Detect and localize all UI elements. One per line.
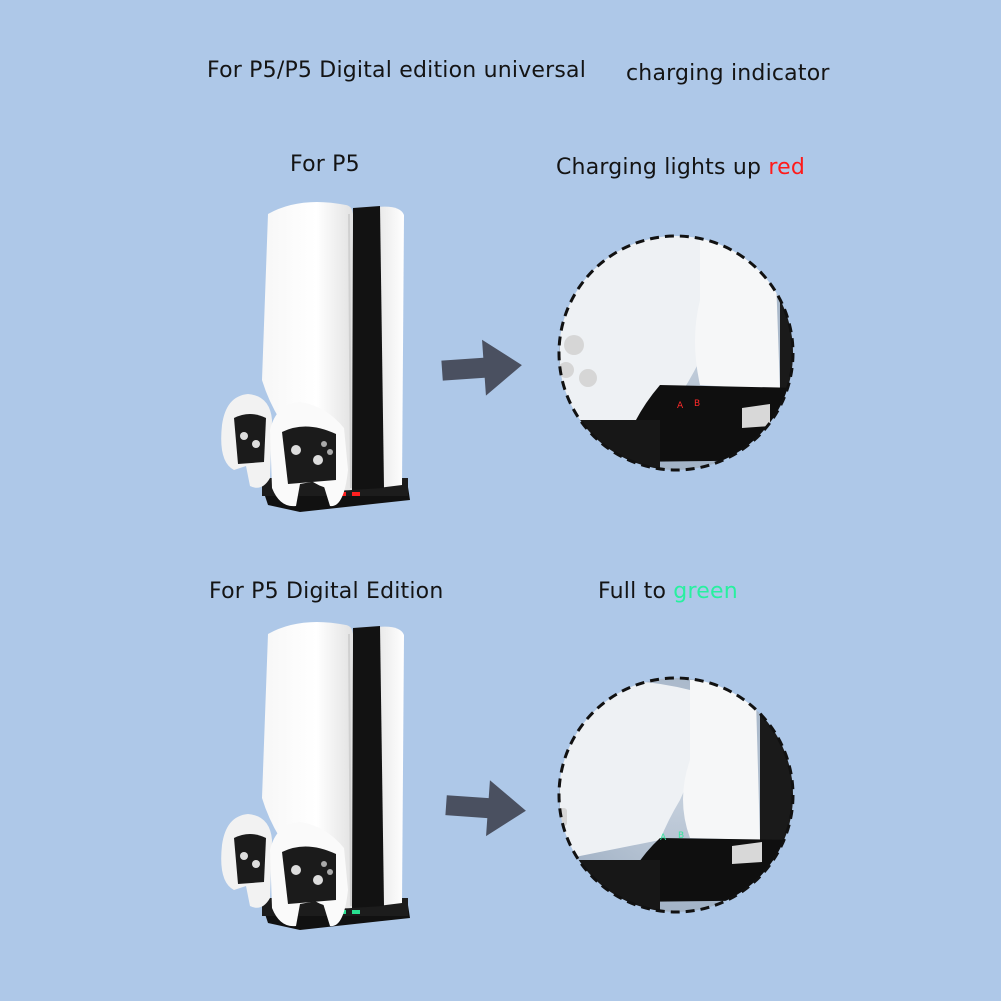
- header-right-title: charging indicator: [626, 61, 830, 86]
- controller-right-bottom: [270, 822, 348, 927]
- arrow-icon-bottom: [445, 780, 526, 837]
- bottom-section-label: For P5 Digital Edition: [209, 579, 444, 604]
- bottom-status-text: Full to green: [598, 579, 738, 604]
- arrow-icon-top: [441, 339, 522, 396]
- controller-left-bottom: [221, 814, 272, 908]
- top-status-color-word: red: [768, 155, 806, 180]
- indicator-a-top: A: [677, 401, 684, 411]
- indicator-b-bottom: B: [678, 831, 684, 841]
- controller-left-top: [221, 394, 272, 488]
- top-status-text: Charging lights up red: [556, 155, 805, 180]
- zoom-circle-top: A B: [557, 234, 795, 472]
- top-section-label: For P5: [290, 152, 360, 177]
- indicator-a-bottom: A: [660, 833, 667, 843]
- zoom-circle-bottom: A B: [557, 676, 795, 914]
- controller-right-top: [270, 402, 348, 507]
- header-left-title: For P5/P5 Digital edition universal: [207, 58, 587, 83]
- bottom-status-prefix: Full to: [598, 579, 674, 604]
- top-status-prefix: Charging lights up: [556, 155, 769, 180]
- bottom-status-color-word: green: [673, 579, 738, 604]
- indicator-b-top: B: [694, 399, 700, 409]
